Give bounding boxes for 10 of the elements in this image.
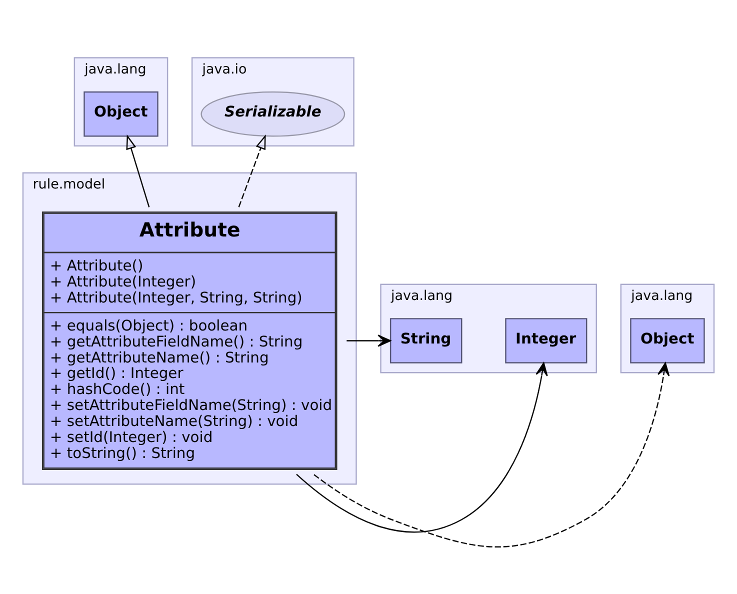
node-box: Integer	[505, 318, 588, 363]
arrow	[296, 362, 548, 532]
node-box: Object	[630, 318, 705, 363]
arrow	[314, 362, 670, 547]
arrow	[238, 134, 266, 207]
arrow	[346, 334, 391, 346]
node-ellipse: Serializable	[200, 90, 346, 136]
arrow	[126, 134, 150, 207]
node-box: String	[390, 318, 462, 363]
node-box: Object	[84, 90, 158, 136]
